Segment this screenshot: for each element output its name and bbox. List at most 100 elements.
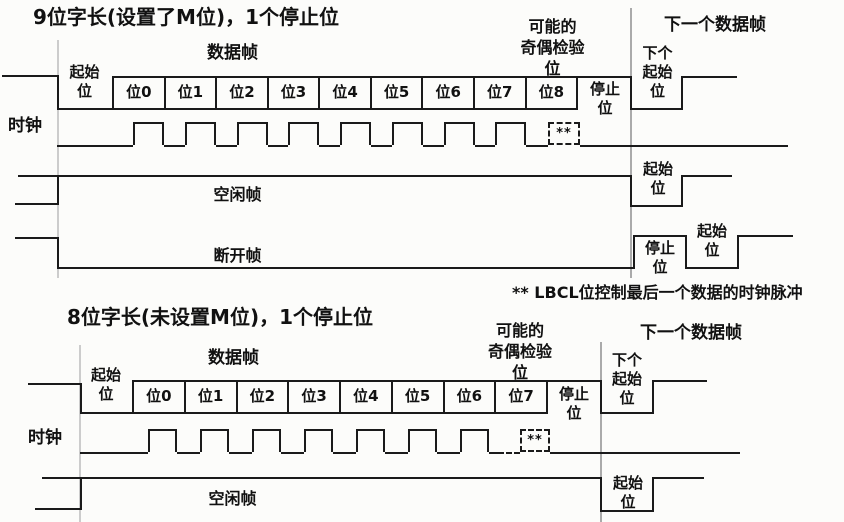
clk8-pulse — [304, 429, 333, 452]
idle-frame-label-8bit: 空闲帧 — [208, 489, 257, 508]
clk8-pulse — [408, 429, 437, 452]
idle8-start-low-line — [600, 510, 654, 512]
break9-next-line — [737, 235, 793, 237]
data-frame-label-8bit: 数据帧 — [208, 348, 259, 368]
clk9-optional-pulse-box: ** — [548, 122, 580, 145]
idle8-start-rise-edge — [652, 477, 654, 512]
bit-cell: 位6 — [421, 78, 473, 108]
tx9-start-low-line — [57, 108, 114, 110]
start-bit-label-9bit: 起始 位 — [69, 63, 100, 100]
tx9-stop-high-line — [578, 76, 632, 78]
idle9-rise-edge — [57, 175, 59, 205]
clk8-pulse — [252, 429, 281, 452]
tx8-start-fall-edge — [80, 383, 82, 414]
bit-cell: 位7 — [472, 78, 525, 108]
clk8-baseline — [281, 452, 304, 454]
bit-cell: 位3 — [266, 78, 319, 108]
start-bit-label-8bit: 起始 位 — [90, 366, 121, 403]
clock-label-8bit: 时钟 — [28, 428, 62, 448]
next-data-frame-label-8bit: 下一个数据帧 — [640, 323, 742, 343]
title-9bit: 9位字长(设置了M位)，1个停止位 — [33, 5, 340, 29]
break9-fall-edge — [57, 237, 59, 269]
clk8-baseline — [229, 452, 252, 454]
tx8-next-frame-line — [652, 380, 707, 382]
clk9-pulse — [392, 122, 423, 145]
clk9-baseline — [526, 145, 538, 147]
clk8-dashed-lead — [498, 452, 520, 454]
idle-start-bit-label-8bit: 起始 位 — [612, 474, 643, 511]
bit-cell: 位8 — [524, 78, 577, 108]
frame-boundary-divider-8bit — [600, 342, 602, 522]
stop-bit-label-9bit: 停止 位 — [589, 80, 620, 117]
start-edge-divider-8bit — [79, 345, 81, 522]
clk9-pulse — [495, 122, 526, 145]
clk9-baseline — [371, 145, 392, 147]
break-frame-label-9bit: 断开帧 — [213, 246, 262, 265]
idle-start-bit-label-9bit: 起始 位 — [642, 160, 673, 197]
clk9-pulse — [444, 122, 475, 145]
bit-cell: 位1 — [163, 78, 216, 108]
bit-cell: 位2 — [215, 78, 267, 108]
clk9-baseline — [423, 145, 444, 147]
clk8-baseline — [177, 452, 200, 454]
bit-cell: 位1 — [183, 382, 236, 412]
clk8-pulse — [200, 429, 229, 452]
clk9-baseline — [57, 145, 133, 147]
next-start-bit-label-8bit: 下个 起始 位 — [611, 351, 642, 407]
bit-cell: 位5 — [390, 382, 443, 412]
break9-high-stub — [15, 237, 59, 239]
stop-bit-label-8bit: 停止 位 — [558, 385, 589, 422]
break9-start-rise-edge — [737, 235, 739, 269]
idle8-start-fall-edge — [600, 477, 602, 512]
bit-cell: 位0 — [146, 387, 172, 405]
clk8-baseline — [80, 452, 148, 454]
clk9-baseline — [268, 145, 288, 147]
clk8-pulse — [460, 429, 489, 452]
break-start-bit-label-9bit: 起始 位 — [696, 222, 727, 259]
break9-start-fall-edge — [685, 235, 687, 269]
tx9-nextstart-rise-edge — [681, 76, 683, 110]
break9-low-line — [57, 267, 635, 269]
bit-cell: 位4 — [339, 382, 391, 412]
frame-boundary-divider-9bit — [630, 8, 632, 278]
tx8-stop-high-line — [548, 380, 602, 382]
tx8-pre-idle-line — [28, 383, 82, 385]
clk9-pulse — [237, 122, 268, 145]
idle8-low-stub — [35, 508, 82, 510]
tx9-nextstart-low-line — [630, 108, 683, 110]
clk8-baseline — [437, 452, 460, 454]
tx8-start-low-line — [80, 412, 134, 414]
idle9-next-line — [681, 175, 732, 177]
parity-bit-label-8bit: 可能的 奇偶检验 位 — [487, 321, 552, 382]
tx8-nextstart-fall-edge — [600, 380, 602, 414]
break9-start-low-line — [685, 267, 739, 269]
clock-label-9bit: 时钟 — [8, 116, 42, 136]
bit-cell: 位0 — [126, 83, 152, 101]
clk8-baseline — [489, 452, 498, 454]
parity-bit-label-9bit: 可能的 奇偶检验 位 — [520, 17, 585, 78]
break-stop-bit-label-9bit: 停止 位 — [644, 239, 675, 276]
idle9-start-fall-edge — [630, 175, 632, 207]
clk8-pulse — [356, 429, 385, 452]
clk9-pulse — [340, 122, 371, 145]
start-edge-divider-9bit — [57, 40, 59, 278]
lbcl-footnote: ** LBCL位控制最后一个数据的时钟脉冲 — [512, 283, 803, 302]
idle9-low-stub — [15, 203, 59, 205]
clk9-baseline — [216, 145, 237, 147]
next-start-bit-label-9bit: 下个 起始 位 — [642, 44, 673, 100]
clk9-dashed-lead — [538, 145, 548, 147]
clk9-dashed-tail — [580, 145, 592, 147]
clk8-baseline-end — [560, 452, 740, 454]
bit-cell: 位4 — [318, 78, 370, 108]
bit-cell: 位2 — [235, 382, 288, 412]
clk8-baseline — [333, 452, 356, 454]
clk9-baseline — [319, 145, 340, 147]
title-8bit: 8位字长(未设置M位)，1个停止位 — [67, 305, 374, 329]
data-frame-label-9bit: 数据帧 — [207, 43, 258, 63]
idle9-high-line — [18, 175, 632, 177]
bit-cell: 位3 — [287, 382, 339, 412]
clk8-dashed-tail — [550, 452, 560, 454]
clk9-baseline — [475, 145, 495, 147]
